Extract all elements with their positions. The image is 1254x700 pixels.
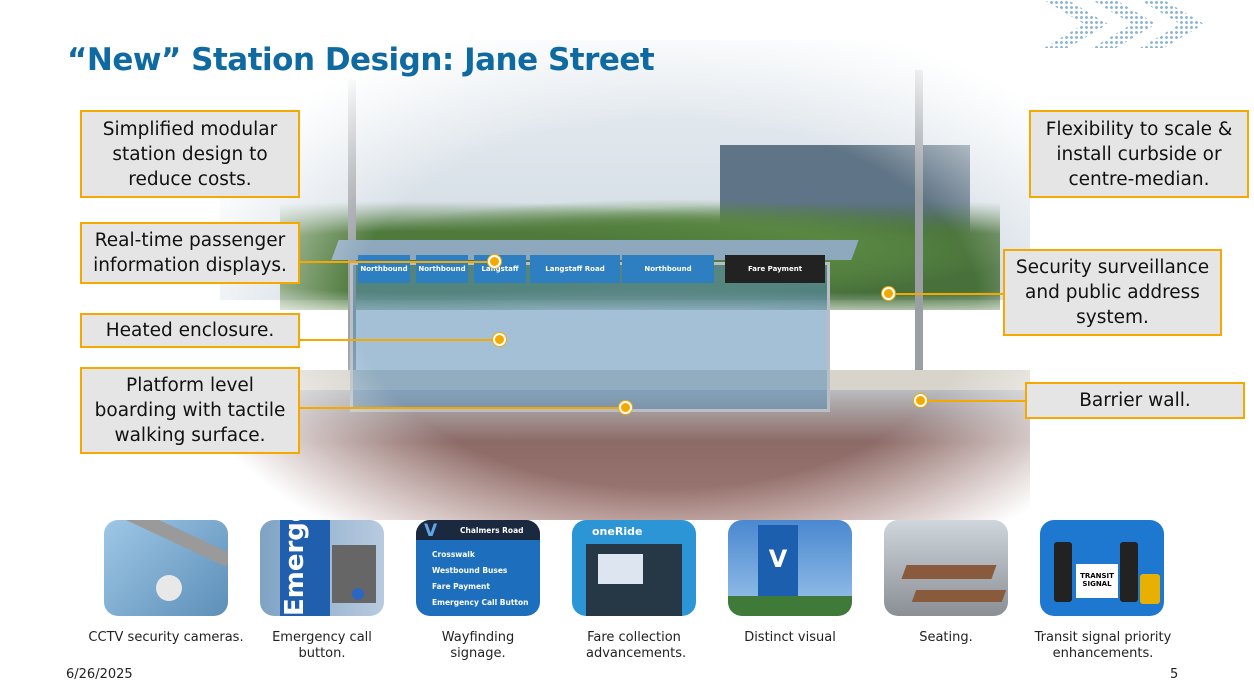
cctv-camera-photo bbox=[104, 520, 228, 616]
bench-icon bbox=[901, 565, 997, 579]
callout-security: Security surveillance and public address… bbox=[1003, 249, 1222, 336]
page-number: 5 bbox=[1170, 667, 1179, 682]
transit-signal-photo: TRANSIT SIGNAL bbox=[1040, 520, 1164, 616]
caption-visual: Distinct visual bbox=[744, 630, 836, 645]
fare-screen bbox=[598, 554, 643, 584]
slide-title: “New” Station Design: Jane Street bbox=[67, 42, 655, 78]
marker-dot bbox=[882, 287, 895, 300]
leader-line bbox=[300, 407, 625, 409]
distinct-visual-photo: V bbox=[728, 520, 852, 616]
callout-flexibility: Flexibility to scale & install curbside … bbox=[1029, 110, 1249, 198]
utility-pole bbox=[915, 70, 923, 400]
caption-seating: Seating. bbox=[919, 630, 973, 645]
callout-barrier-wall: Barrier wall. bbox=[1025, 382, 1245, 419]
camera-icon bbox=[156, 575, 182, 601]
footer-date: 6/26/2025 bbox=[66, 667, 133, 682]
caption-emergency: Emergency call button. bbox=[272, 630, 372, 661]
callout-platform-boarding: Platform level boarding with tactile wal… bbox=[80, 367, 300, 454]
wayfinding-sign-photo: V Chalmers Road Crosswalk Westbound Buse… bbox=[416, 520, 540, 616]
shelter-sign: Langstaff Road bbox=[530, 255, 620, 283]
station-rendering: Northbound Northbound Langstaff Langstaf… bbox=[220, 40, 1030, 520]
shelter-sign: Langstaff bbox=[474, 255, 526, 283]
callout-heated-enclosure: Heated enclosure. bbox=[80, 313, 300, 348]
caption-wayfinding: Wayfinding signage. bbox=[441, 630, 515, 661]
seating-photo bbox=[884, 520, 1008, 616]
leader-line bbox=[300, 261, 494, 263]
caption-signal: Transit signal priority enhancements. bbox=[1034, 630, 1172, 661]
shelter-sign: Northbound bbox=[622, 255, 714, 283]
decorative-dot-pattern bbox=[1044, 0, 1204, 48]
marker-dot bbox=[493, 333, 506, 346]
shelter-sign: Fare Payment bbox=[725, 255, 825, 283]
shelter-sign: Northbound bbox=[358, 255, 410, 283]
emergency-button-photo: Emerge bbox=[260, 520, 384, 616]
leader-line bbox=[888, 293, 1003, 295]
fare-machine-photo: oneRide bbox=[572, 520, 696, 616]
callout-modular-design: Simplified modular station design to red… bbox=[80, 110, 300, 198]
leader-line bbox=[300, 339, 499, 341]
caption-fare: Fare collection advancements. bbox=[586, 630, 687, 661]
leader-line bbox=[920, 400, 1025, 402]
marker-dot bbox=[619, 401, 632, 414]
call-button-icon bbox=[352, 588, 364, 600]
shelter-sign: Northbound bbox=[416, 255, 468, 283]
shelter-enclosure bbox=[350, 262, 830, 412]
marker-dot bbox=[488, 255, 501, 268]
caption-cctv: CCTV security cameras. bbox=[88, 630, 244, 645]
marker-dot bbox=[914, 394, 927, 407]
callout-info-displays: Real-time passenger information displays… bbox=[80, 222, 300, 284]
